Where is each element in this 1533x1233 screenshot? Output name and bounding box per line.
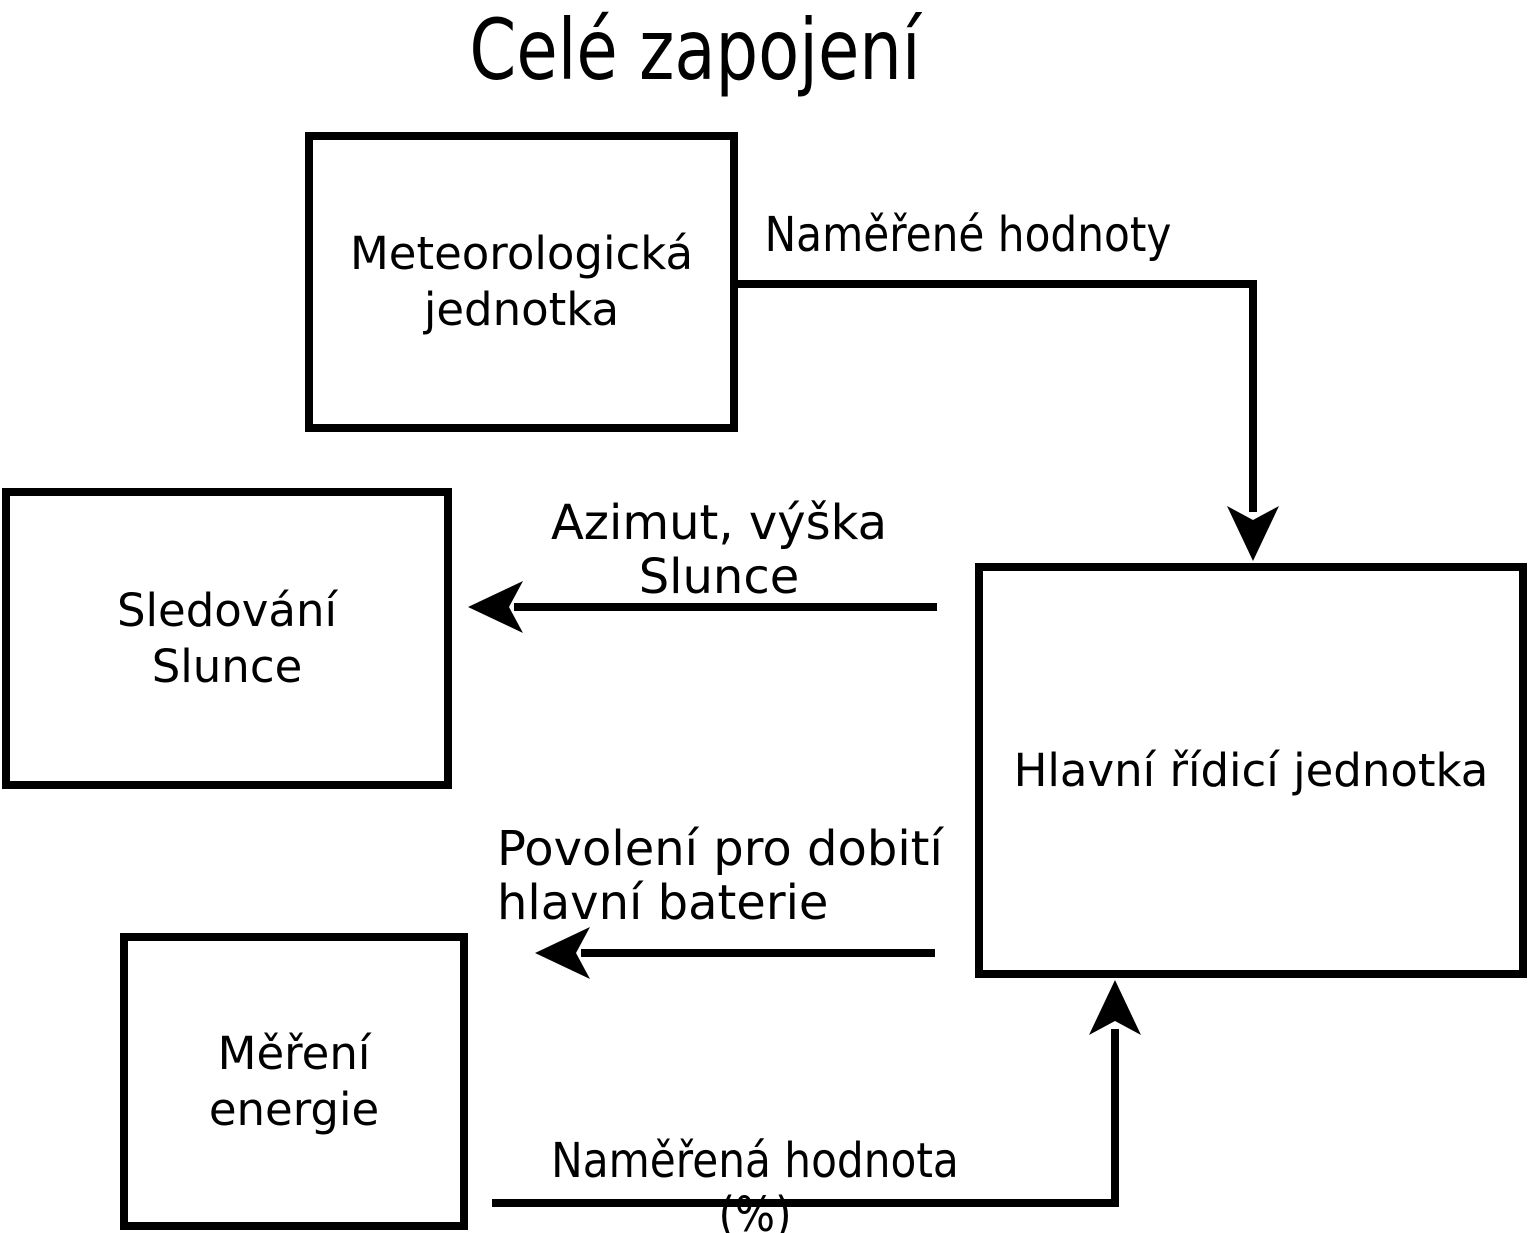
arrow-label-azimuth: Azimut, výška Slunce [550, 495, 888, 605]
box-sledovani-slunce: Sledování Slunce [2, 488, 452, 789]
box-label-mereni-energie: Měření energie [208, 1026, 380, 1136]
box-label-meteorologicka-jednotka: Meteorologická jednotka [349, 227, 694, 336]
arrowhead-left-azimuth [468, 581, 523, 633]
arrow-label-measured-values: Naměřené hodnoty [764, 207, 1172, 263]
arrow-line-measured-percent [492, 1029, 1119, 1207]
arrow-line-measured-values [738, 280, 1257, 512]
box-meteorologicka-jednotka: Meteorologická jednotka [305, 132, 738, 432]
arrowhead-down-measured-values [1227, 506, 1279, 561]
arrowhead-left-charge-permission [535, 927, 590, 979]
box-label-hlavni-ridici-jednotka: Hlavní řídicí jednotka [1013, 743, 1489, 797]
arrow-label-measured-percent: Naměřená hodnota (%) [551, 1133, 959, 1233]
box-mereni-energie: Měření energie [120, 933, 468, 1230]
arrow-label-charge-permission: Povolení pro dobití hlavní baterie [497, 821, 943, 931]
page-title: Celé zapojení [469, 1, 921, 99]
arrowhead-up-measured-percent [1089, 980, 1141, 1035]
box-label-sledovani-slunce: Sledování Slunce [116, 583, 338, 693]
box-hlavni-ridici-jednotka: Hlavní řídicí jednotka [975, 563, 1527, 978]
